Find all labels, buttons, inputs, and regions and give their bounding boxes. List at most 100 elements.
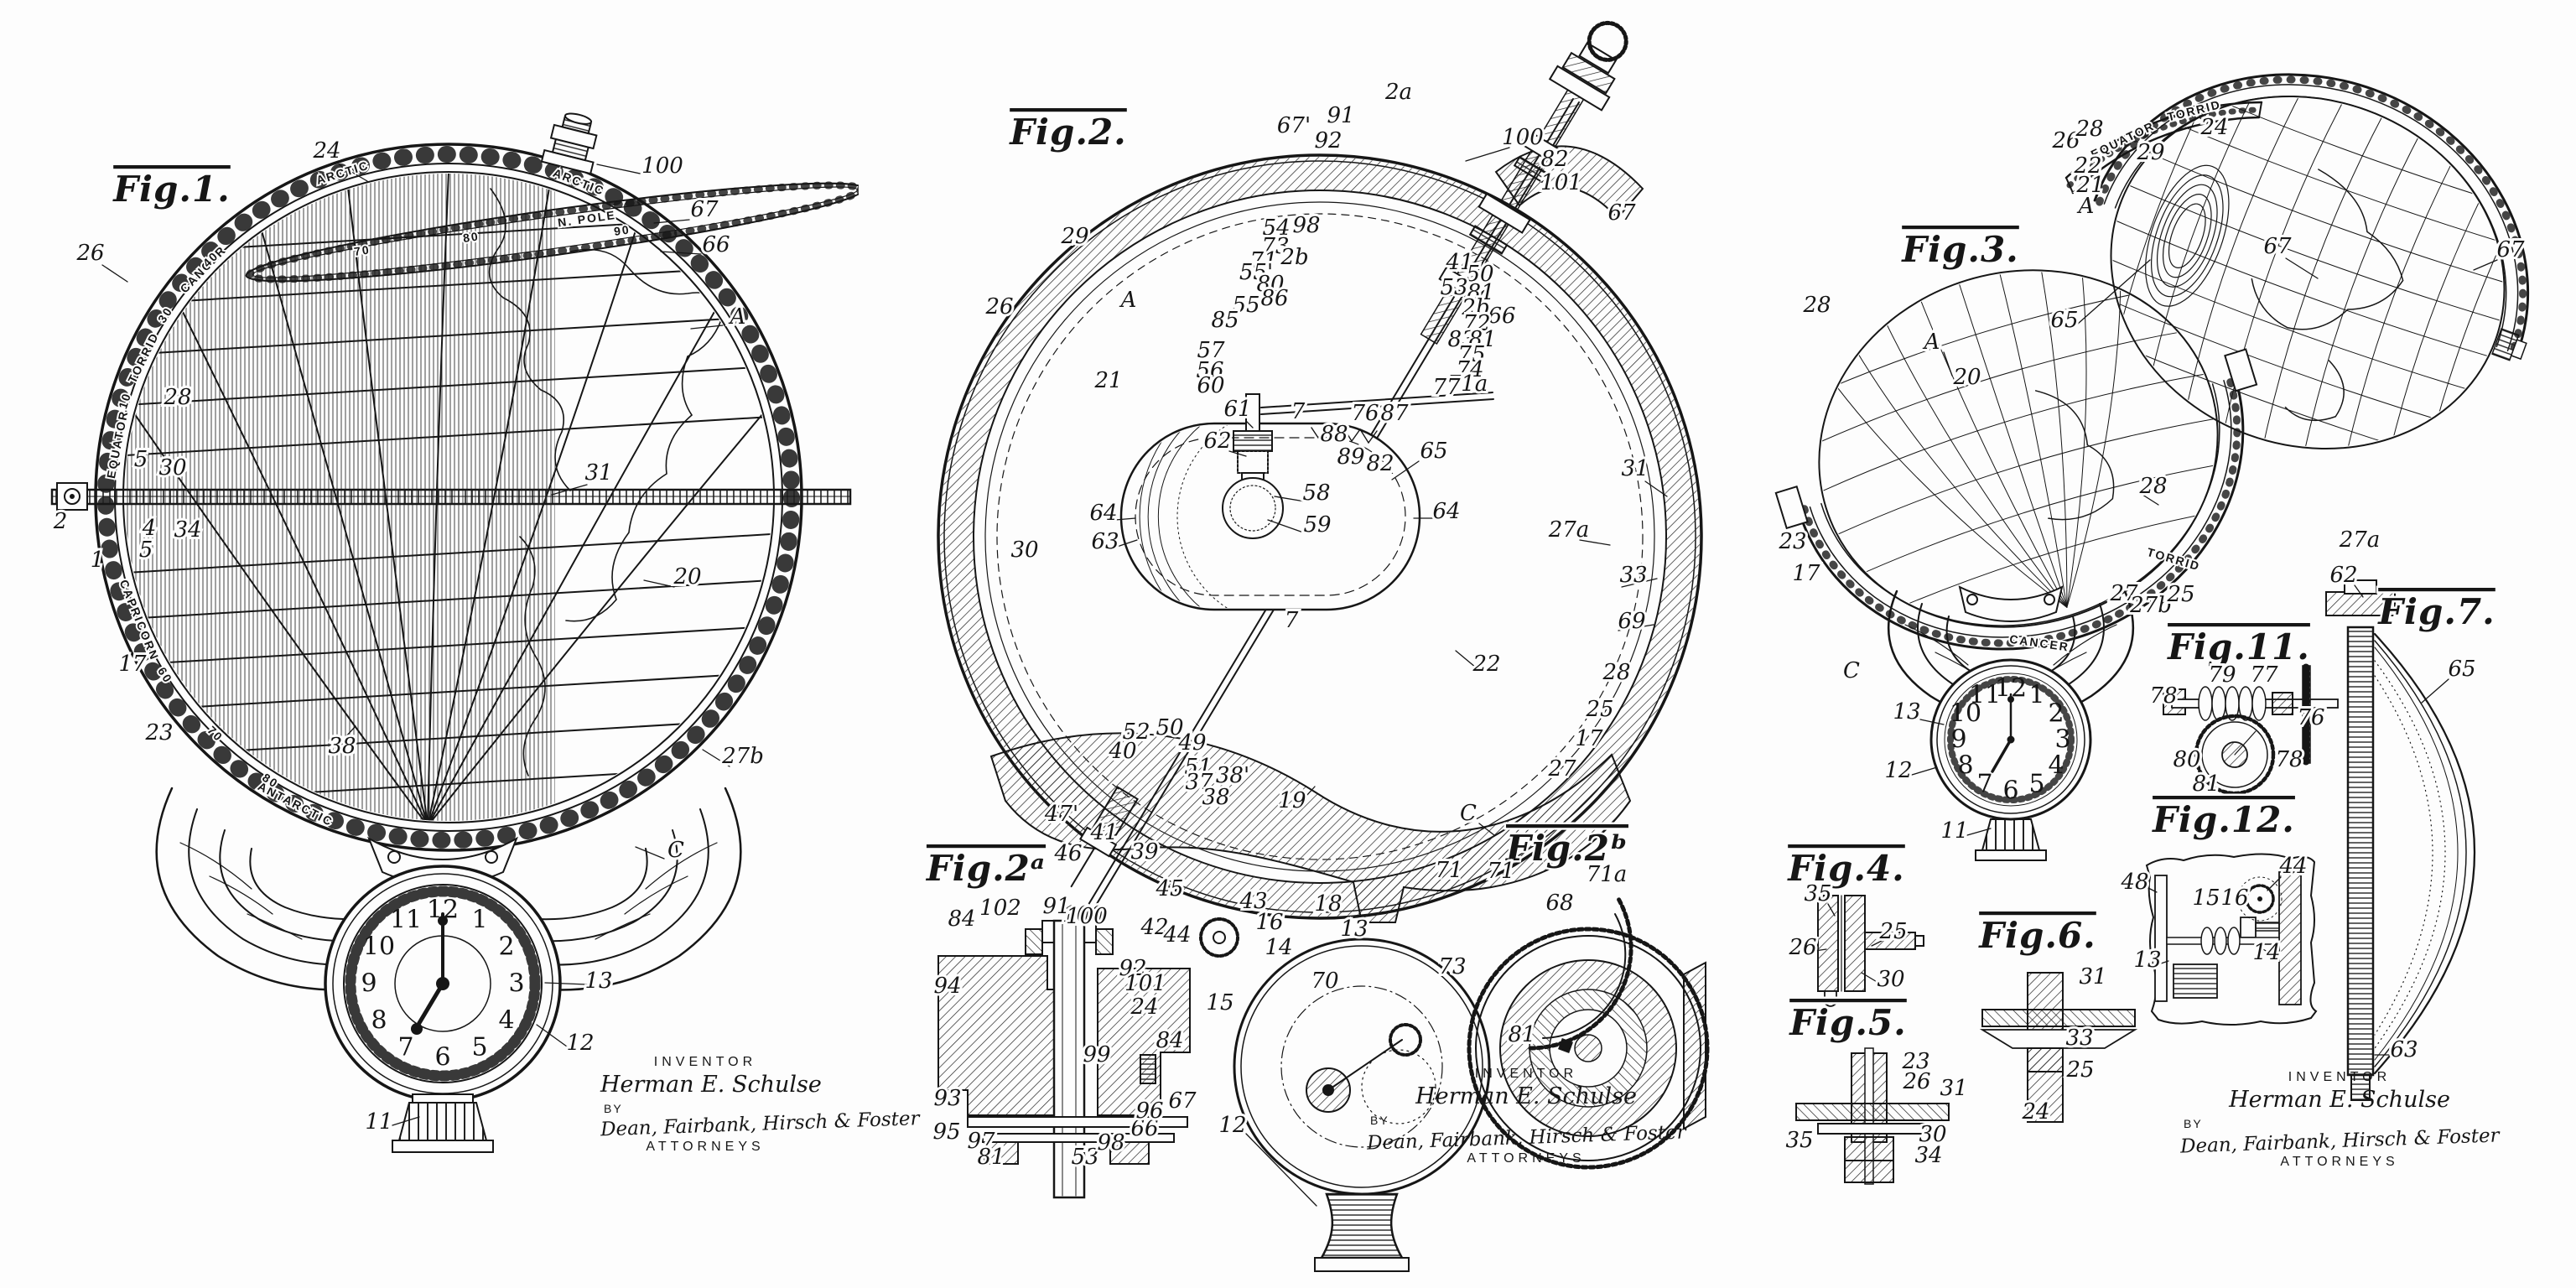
svg-text:73: 73 [1438,954,1466,979]
svg-text:A: A [2077,194,2095,219]
fig3-ring-arc [2064,101,2263,179]
figure-3-panel: Fig.3.Fig.7.Fig.11.Fig.12.Fig.4.Fig.5.Fi… [1774,58,2542,1185]
svg-text:26: 26 [1902,1069,1930,1094]
svg-text:26: 26 [1788,935,1816,960]
svg-text:67: 67 [690,197,719,222]
svg-text:71a: 71a [1587,862,1628,887]
fig2-support-wedge [989,732,1632,923]
svg-text:55: 55 [1232,293,1259,318]
hour-hand [1991,738,2012,773]
svg-text:5: 5 [134,447,148,472]
svg-text:67': 67' [1277,113,1311,138]
by-label: BY [604,1102,623,1115]
svg-text:22: 22 [2073,153,2101,179]
svg-text:31: 31 [1621,456,1649,481]
svg-text:49: 49 [1177,730,1206,756]
svg-text:60: 60 [1197,373,1224,398]
svg-text:16: 16 [1255,910,1283,935]
svg-text:100: 100 [1062,902,1104,927]
fig1-drawing [50,112,859,1153]
svg-text:7: 7 [1285,608,1299,633]
svg-text:28: 28 [1802,293,1831,318]
svg-text:67: 67 [1168,1088,1197,1114]
svg-text:11: 11 [365,1109,392,1135]
svg-text:23: 23 [1901,1049,1929,1074]
svg-text:7: 7 [1291,399,1306,424]
svg-text:13: 13 [1340,917,1368,942]
svg-text:Fig.1.: Fig.1. [112,169,231,210]
threaded-neck [1319,1192,1405,1259]
fig2b-detail-drawing [1467,927,1710,1170]
svg-text:63: 63 [2390,1037,2418,1062]
svg-text:2: 2 [53,509,68,534]
svg-text:23: 23 [144,720,173,745]
svg-text:27: 27 [2109,581,2138,606]
svg-text:12: 12 [1995,674,2027,704]
svg-text:18: 18 [1314,891,1342,917]
fig3-labels: Fig.3.Fig.7.Fig.11.Fig.12.Fig.4.Fig.5.Fi… [1785,227,2497,1046]
svg-text:Fig.5.: Fig.5. [1789,1002,1907,1043]
svg-text:30: 30 [1010,538,1038,563]
fig1-pedestal [397,1102,488,1141]
svg-text:78: 78 [2149,683,2177,709]
svg-text:71: 71 [1487,859,1514,884]
svg-text:95: 95 [932,1119,960,1145]
svg-text:66: 66 [1130,1116,1158,1141]
svg-text:44: 44 [1162,922,1191,948]
svg-text:91: 91 [1042,894,1070,919]
fig2-drawing [937,20,1710,1272]
ring-tab [2224,348,2258,392]
svg-text:50: 50 [1466,262,1493,287]
svg-text:80: 80 [462,229,480,245]
svg-text:65: 65 [1420,439,1447,464]
svg-text:27b: 27b [721,744,764,769]
svg-text:Fig.12.: Fig.12. [2152,799,2295,840]
svg-text:11: 11 [1969,681,2001,710]
svg-text:39: 39 [1130,839,1158,865]
svg-text:12: 12 [1884,758,1912,783]
svg-text:20: 20 [1952,365,1981,390]
svg-text:100: 100 [641,153,683,179]
svg-text:9: 9 [1950,725,1966,755]
svg-text:63: 63 [1091,529,1119,554]
light-bulb [1222,477,1284,539]
svg-text:58: 58 [1302,480,1330,506]
svg-text:80: 80 [2173,747,2200,772]
fig11-drawing [2163,663,2339,796]
svg-text:31: 31 [2079,964,2106,989]
svg-text:28: 28 [163,385,191,410]
svg-text:66: 66 [1488,304,1515,329]
svg-text:24: 24 [1130,995,1158,1020]
attorneys-signature: Dean, Fairbank, Hirsch & Foster [600,1108,920,1141]
svg-text:81: 81 [977,1145,1005,1170]
svg-text:62: 62 [2329,563,2357,588]
signature-block-fig3: INVENTOR Herman E. Schulse BY Dean, Fair… [2180,1070,2500,1170]
svg-text:9: 9 [361,969,377,999]
svg-text:Fig.7.: Fig.7. [2377,591,2496,632]
svg-text:21: 21 [2075,173,2104,198]
svg-text:10: 10 [363,932,395,962]
svg-text:80: 80 [1256,272,1284,297]
svg-text:8: 8 [371,1006,387,1036]
svg-text:30: 30 [158,455,186,480]
fig2a-detail-drawing [937,919,1191,1199]
inventor-label: INVENTOR [2288,1070,2392,1084]
svg-text:5: 5 [2028,770,2044,799]
svg-text:47': 47' [1044,802,1078,827]
svg-text:74: 74 [1456,357,1483,382]
svg-text:5: 5 [139,538,153,563]
inventor-label: INVENTOR [653,1055,757,1069]
svg-text:Fig.11.: Fig.11. [2167,626,2310,667]
fig2-leader-lines [1114,147,1668,1207]
svg-text:30: 30 [1919,1122,1946,1147]
svg-text:59: 59 [1303,512,1331,538]
svg-text:11: 11 [1940,818,1968,844]
svg-text:28: 28 [2138,474,2167,499]
svg-text:68: 68 [1545,891,1573,916]
svg-text:31: 31 [1940,1076,1967,1101]
svg-text:97: 97 [967,1129,995,1154]
svg-text:81: 81 [2192,771,2220,797]
svg-text:Fig.3.: Fig.3. [1901,229,2019,270]
